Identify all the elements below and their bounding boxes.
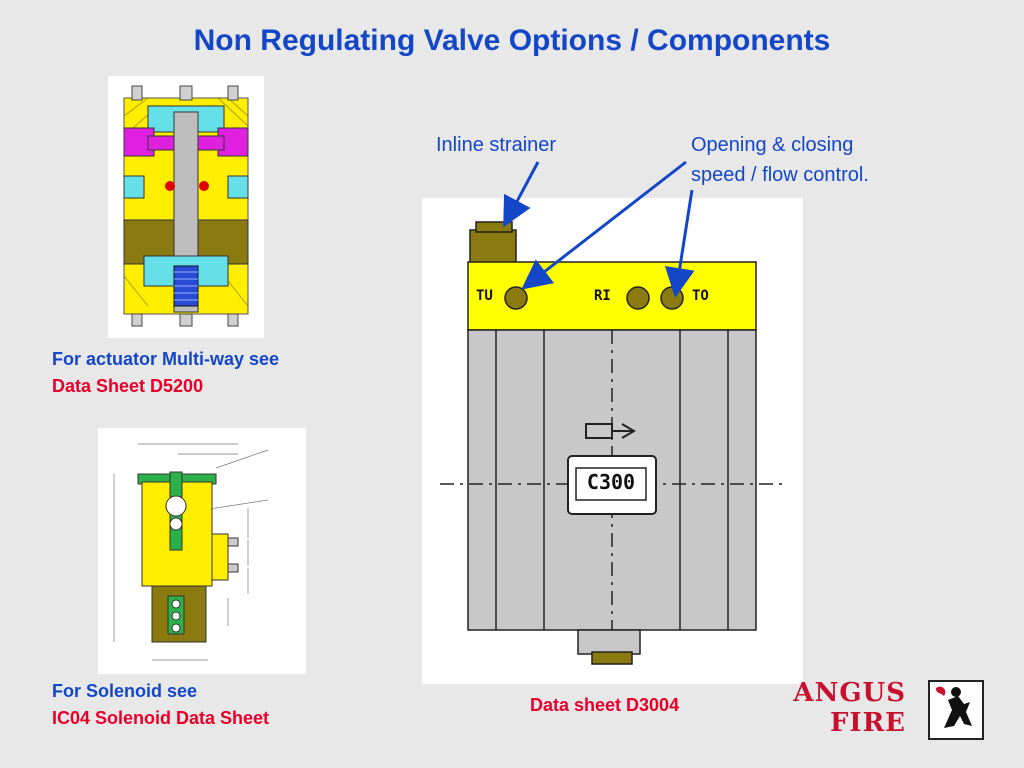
valve-body-label: C300 (586, 470, 636, 494)
solenoid-caption-line1: For Solenoid see (52, 681, 198, 701)
fireman-logo-icon (928, 680, 984, 740)
page-title: Non Regulating Valve Options / Component… (193, 24, 831, 57)
solenoid-drawing (98, 428, 306, 674)
valve-port-label-to: TO (692, 288, 709, 304)
solenoid-drawing-panel (98, 428, 306, 674)
actuator-caption-line2: Data Sheet D5200 (52, 376, 204, 396)
flow-control-callout-line2: speed / flow control. (691, 164, 869, 186)
actuator-cross-section-drawing (108, 76, 264, 338)
flow-control-callout-line1: Opening & closing (691, 134, 854, 156)
actuator-caption-line1: For actuator Multi-way see (52, 349, 280, 369)
valve-drawing (422, 198, 803, 684)
solenoid-caption-line2: IC04 Solenoid Data Sheet (52, 708, 270, 728)
logo-line2: FIRE (829, 708, 906, 738)
data-sheet-caption: Data sheet D3004 (530, 695, 680, 715)
valve-drawing-panel (422, 198, 803, 684)
logo-line1: ANGUS (793, 678, 906, 708)
valve-port-label-tu: TU (476, 288, 493, 304)
inline-strainer-callout: Inline strainer (436, 134, 557, 156)
actuator-cross-section-panel (108, 76, 264, 338)
valve-port-label-ri: RI (594, 288, 611, 304)
angus-fire-logo-text: ANGUS FIRE (793, 678, 906, 738)
